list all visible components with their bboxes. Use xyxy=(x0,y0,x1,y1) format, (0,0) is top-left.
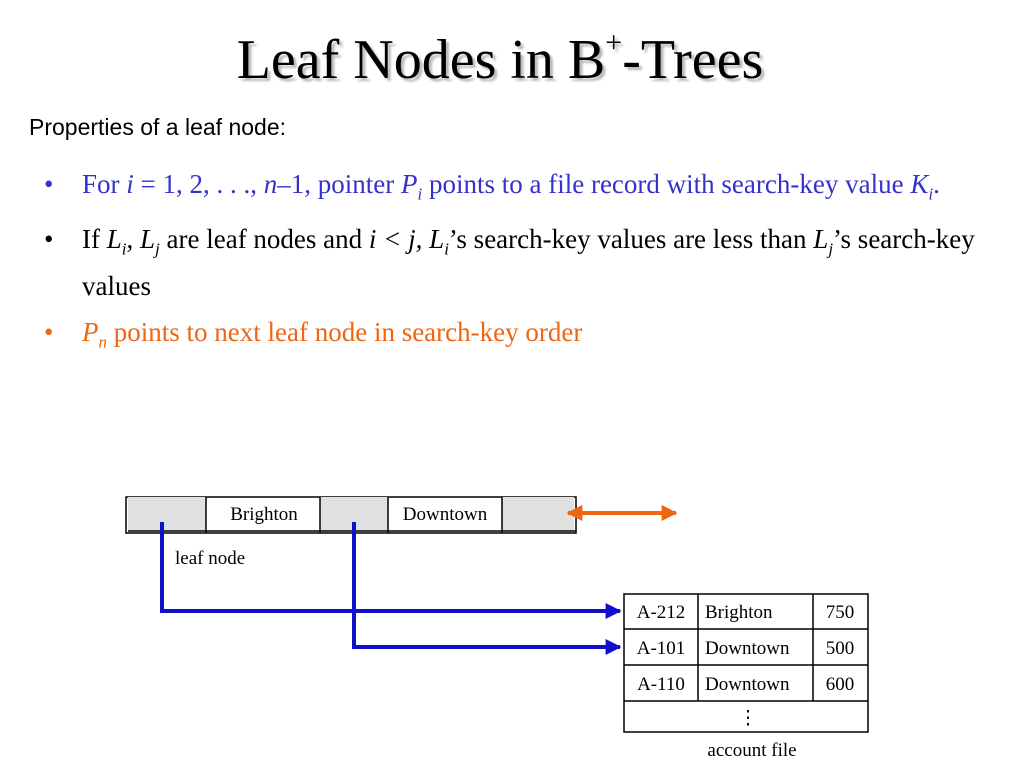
table-cell: 600 xyxy=(826,674,855,695)
var: P xyxy=(401,169,418,199)
subscript: j xyxy=(828,239,834,259)
text: For xyxy=(82,169,127,199)
var: K xyxy=(910,169,929,199)
pointer-cell-1 xyxy=(128,497,206,531)
text: = 1, 2, . . ., xyxy=(133,169,264,199)
account-file-label: account file xyxy=(707,740,796,761)
table-ellipsis: ⋮ xyxy=(739,708,758,729)
subscript: i xyxy=(444,239,449,259)
bullet-next-pointer: • Pn points to next leaf node in search-k… xyxy=(40,314,1000,360)
table-cell: A-212 xyxy=(637,602,686,623)
text: points to next leaf node in search-key o… xyxy=(107,316,583,347)
leaf-key-2: Downtown xyxy=(403,504,488,525)
var-i: i xyxy=(126,169,134,199)
var: L xyxy=(140,224,156,255)
bullet-pointer-to-record: • For i = 1, 2, . . ., n–1, pointer Pi po… xyxy=(40,166,1000,212)
var-k-i: Ki xyxy=(910,169,933,203)
title-suffix: -Trees xyxy=(622,29,764,91)
subscript: j xyxy=(155,239,160,259)
text: If xyxy=(82,224,107,255)
var-p-i: Pi xyxy=(401,169,422,203)
var-p-n: Pn xyxy=(82,316,107,351)
var-l-j: Lj xyxy=(140,224,160,258)
bullet-dot: • xyxy=(44,316,54,347)
var: P xyxy=(82,316,99,347)
text: ’s search-key values xyxy=(82,224,975,301)
table-outline xyxy=(623,593,869,733)
subscript: i xyxy=(417,184,423,204)
pointer-arrow-1 xyxy=(160,522,622,619)
table-cell: Brighton xyxy=(705,602,773,623)
slide-title: Leaf Nodes in B+-Trees xyxy=(0,26,1000,91)
table-cell: Downtown xyxy=(705,674,790,695)
text: ’s search-key values are less than xyxy=(448,224,814,255)
var: L xyxy=(106,224,122,255)
text: . xyxy=(933,169,940,199)
title-superscript: + xyxy=(605,26,623,59)
pointer-arrow-2 xyxy=(352,522,622,655)
text: points to a file record with search-key … xyxy=(422,169,911,199)
leaf-key-1: Brighton xyxy=(230,504,298,525)
leaf-node-label: leaf node xyxy=(175,548,245,569)
bullet-dot: • xyxy=(44,169,54,199)
text: are leaf nodes and xyxy=(159,224,369,255)
var: L xyxy=(429,224,445,255)
table-cell: 750 xyxy=(826,602,855,623)
table-cell: A-110 xyxy=(637,674,685,695)
table-cell: A-101 xyxy=(637,638,686,659)
bullet-ordering: •If Li, Lj are leaf nodes and i < j, Li’… xyxy=(40,221,1000,304)
bullet-dot: • xyxy=(44,224,54,255)
account-file-table: A-212 Brighton 750 A-101 Downtown 500 A-… xyxy=(623,593,869,733)
pointer-cell-3 xyxy=(502,497,574,531)
bullet-list: •For i = 1, 2, . . ., n–1, pointer Pi po… xyxy=(40,166,1000,369)
var-n: n xyxy=(263,169,278,199)
var: L xyxy=(813,224,829,255)
var-l-j: Lj xyxy=(813,224,833,258)
subtitle: Properties of a leaf node: xyxy=(29,114,286,140)
var-l-i: Li xyxy=(106,224,127,258)
table-cell: 500 xyxy=(826,638,855,659)
condition: i < j, xyxy=(368,224,430,255)
var-l-i: Li xyxy=(429,224,449,258)
table-cell: Downtown xyxy=(705,638,790,659)
subscript: i xyxy=(928,184,934,204)
subscript: n xyxy=(98,332,108,352)
title-main: Leaf Nodes in B xyxy=(236,29,606,91)
text: –1, pointer xyxy=(277,169,401,199)
text: , xyxy=(126,224,140,255)
leaf-node: Brighton Downtown xyxy=(125,496,577,534)
subscript: i xyxy=(121,239,127,259)
